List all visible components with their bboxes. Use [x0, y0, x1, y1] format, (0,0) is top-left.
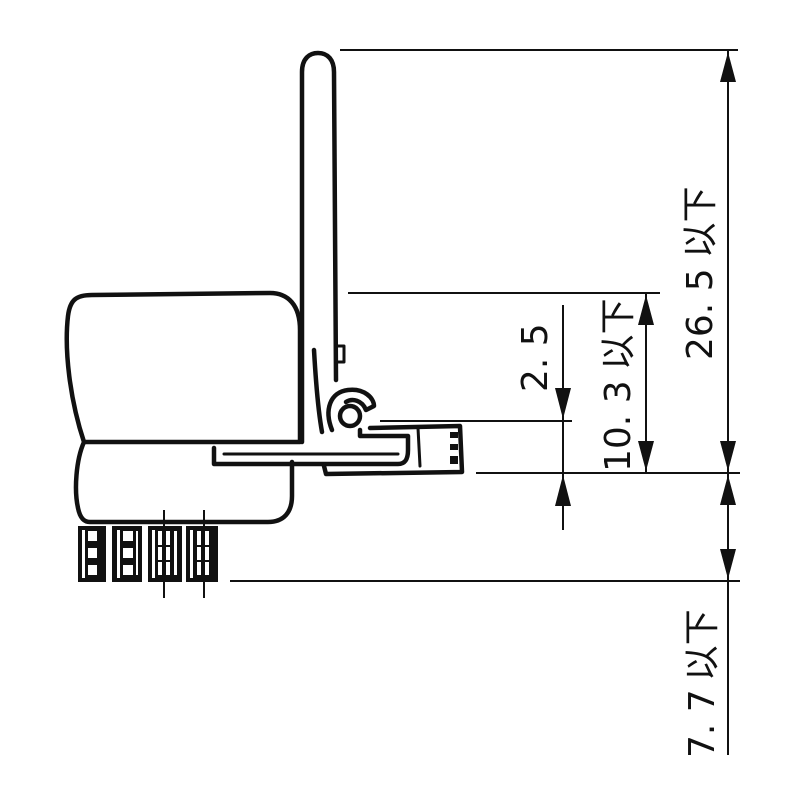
hinge-pin	[337, 403, 363, 429]
label-lever-section: 10. 3以下	[598, 298, 639, 472]
latch-notch-2	[450, 444, 458, 450]
latch-notch-3	[450, 456, 458, 464]
latch-tip	[321, 423, 465, 477]
lever-inner-curve	[311, 347, 325, 435]
pin-2	[112, 526, 142, 582]
dim-offset	[555, 305, 571, 530]
label-total-height: 26. 5以下	[680, 186, 721, 360]
dim-total-height	[720, 50, 736, 473]
label-pin-length: 7. 7以下	[682, 609, 723, 758]
svg-text:26. 5以下: 26. 5以下	[680, 186, 721, 360]
dim-pin-length	[720, 473, 736, 755]
connector-body-upper	[64, 290, 303, 445]
hinge-hook	[326, 387, 377, 433]
latch-tip-divider	[416, 426, 422, 468]
svg-text:2. 5: 2. 5	[515, 323, 556, 392]
pin-4	[186, 526, 218, 582]
pin-1	[78, 526, 106, 582]
svg-text:7. 7以下: 7. 7以下	[682, 609, 723, 758]
pin-array	[78, 510, 218, 598]
lever-tab	[334, 344, 346, 364]
dim-lever-section	[638, 293, 654, 473]
connector-body-lower	[73, 439, 295, 525]
label-offset: 2. 5	[515, 323, 556, 392]
latch-plate	[211, 427, 411, 467]
lever-arm	[299, 50, 339, 445]
latch-notch-1	[450, 432, 458, 438]
svg-text:10. 3以下: 10. 3以下	[598, 298, 639, 472]
